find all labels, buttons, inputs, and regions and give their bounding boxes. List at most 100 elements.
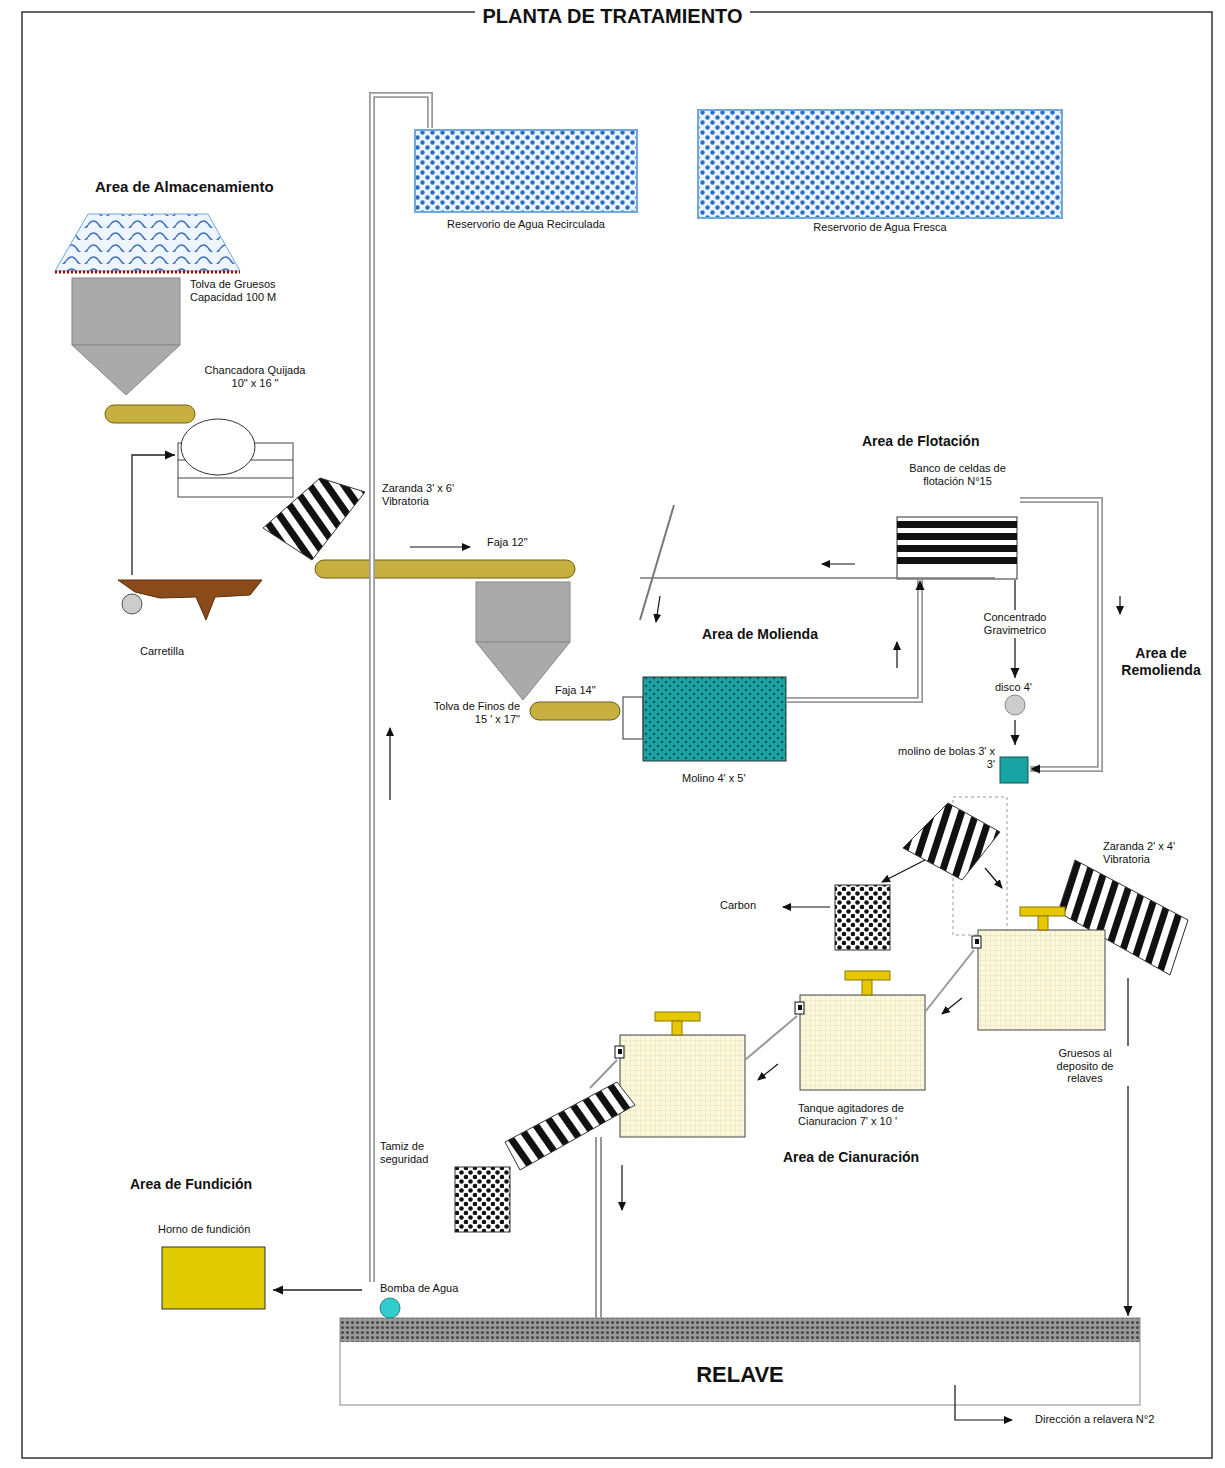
agitator-tank [845, 971, 890, 980]
pipe [372, 95, 430, 1282]
connector [372, 95, 430, 1282]
mill: Molino 4' x 5' [622, 675, 787, 790]
screen: Zaranda 2' x 4' Vibratoria [1058, 838, 1190, 978]
vibrating-screen [263, 478, 365, 560]
water-pump [380, 1298, 400, 1318]
fine-hopper [476, 582, 570, 642]
safety-screen [505, 1082, 635, 1170]
arrowhead [1011, 735, 1020, 745]
node-label: Zaranda 2' x 4' Vibratoria [1103, 840, 1190, 866]
tank-pipe [758, 1064, 778, 1080]
agitator-tank: Tanque agitadores de Cianuracion 7' x 10… [795, 968, 955, 1133]
connector [273, 1286, 362, 1295]
carbon-box: Carbon [718, 883, 893, 953]
ball-mill [643, 677, 786, 761]
crusher: Chancadora Quijada 10" x 16 " [175, 362, 315, 500]
ball-mill [623, 697, 643, 739]
flotation-bank: Banco de celdas de flotación N°15 [895, 460, 1020, 580]
area-label: Area de Molienda [702, 626, 872, 643]
hopper: Tolva de Finos de 15 ' x 17" [420, 580, 575, 730]
fine-hopper [476, 582, 570, 700]
vibrating-screen [882, 860, 925, 882]
node-label: molino de bolas 3' x 3' [895, 745, 995, 771]
smelting-furnace [162, 1247, 265, 1309]
wheelbarrow [122, 594, 142, 614]
tank-pipe [595, 1137, 597, 1318]
conveyor-belt [530, 702, 620, 720]
area-label: Area de Almacenamiento [95, 178, 335, 196]
coarse-hopper [72, 345, 180, 395]
vibrating-screen [882, 803, 1002, 888]
tailings-pond: RELAVE [340, 1316, 1140, 1406]
agitator-tank [655, 1012, 700, 1021]
tailings-return-line [640, 505, 674, 620]
agitator-tank [800, 995, 925, 1090]
node-label: Horno de fundición [158, 1223, 270, 1236]
arrowhead [1124, 1306, 1133, 1316]
fresh-water-reservoir [698, 110, 1062, 218]
arrowhead [916, 580, 925, 590]
wheelbarrow: Carretilla [115, 575, 265, 665]
node-label: Bomba de Agua [380, 1282, 480, 1295]
node-label: Tanque agitadores de Cianuracion 7' x 10… [798, 1102, 955, 1128]
node-label: disco 4' [995, 681, 1045, 694]
tailings-return-line [822, 563, 855, 564]
area-label: Area de Cianuración [783, 1149, 973, 1166]
edge-label: Gruesos al deposito de relaves [1041, 1046, 1129, 1087]
safety-screen: Tamiz de seguridad [375, 1078, 637, 1233]
edge-label: Concentrado Gravimetrico [971, 610, 1059, 638]
node-label: Chancadora Quijada 10" x 16 " [195, 364, 315, 390]
agitator-tank [798, 1005, 802, 1010]
disc [1005, 695, 1025, 715]
node-label: Faja 14" [555, 684, 620, 697]
reservoir: Reservorio de Agua Fresca [698, 108, 1062, 238]
wheelbarrow [118, 580, 262, 620]
flow-arrow [410, 547, 470, 548]
recirculated-water-reservoir [415, 130, 637, 212]
disc: disco 4' [990, 678, 1045, 720]
vibrating-screen [985, 868, 1002, 888]
node-label: Banco de celdas de flotación N°15 [895, 462, 1020, 488]
tailings-return-line [1119, 596, 1120, 614]
furnace: Horno de fundición [155, 1220, 273, 1312]
flotation-cells [897, 557, 1017, 564]
area-label: Area de Fundición [130, 1176, 310, 1193]
water-pump [380, 1298, 400, 1318]
node-label: Carretilla [140, 645, 230, 658]
tailings-return-line [640, 577, 995, 579]
agitator-tank [978, 930, 1105, 1030]
flotation-cells [897, 533, 1017, 540]
tank-pipe [572, 950, 974, 1318]
flotation-cells [897, 545, 1017, 552]
coarse-hopper [72, 278, 180, 345]
feeder-conveyor [105, 405, 195, 423]
regrind-mill: molino de bolas 3' x 3' [895, 745, 1030, 785]
tailings-return-line [656, 596, 660, 622]
wheelbarrow [118, 580, 262, 620]
title: PLANTA DE TRATAMIENTO [475, 5, 751, 27]
node-label: Molino 4' x 5' [682, 772, 787, 785]
agitator-tank [975, 939, 979, 944]
flotation-cells [897, 521, 1017, 528]
node-label: Tamiz de seguridad [380, 1140, 452, 1166]
tank-pipe [925, 950, 974, 1012]
conveyor-belt [315, 560, 575, 578]
conveyor: Faja 14" [530, 682, 625, 724]
frame [22, 12, 1212, 1458]
jaw-crusher [181, 419, 255, 475]
direction-arrow [955, 1385, 1012, 1420]
agitator-tank [672, 1021, 682, 1035]
line [273, 1289, 362, 1290]
area-label: Dirección a relavera N°2 [1035, 1413, 1205, 1426]
node-label: Zaranda 3' x 6' Vibratoria [382, 482, 472, 508]
safety-screen [455, 1167, 510, 1232]
flow-arrow [410, 546, 470, 547]
line [1127, 978, 1128, 1316]
arrowhead [273, 1286, 283, 1295]
area-label: Area de Remolienda [1113, 645, 1209, 678]
carbon-box [835, 885, 890, 950]
agitator-tank [972, 936, 981, 948]
